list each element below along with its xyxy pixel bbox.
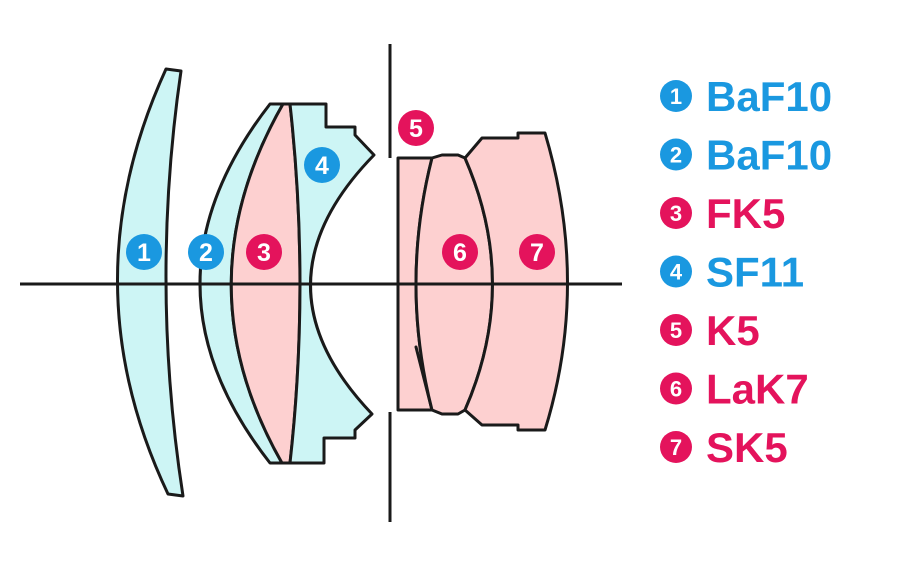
legend-glass-name: SK5 [706, 424, 788, 471]
diagram-badge-circle [519, 234, 555, 270]
legend-item-3: 3 FK5 [660, 190, 785, 237]
diagram-badge-number: 4 [315, 152, 329, 180]
diagram-badge-4: 4 [304, 147, 340, 183]
legend-glass-name: LaK7 [706, 366, 809, 413]
legend-badge-number: 2 [670, 143, 682, 168]
legend-badge-circle [660, 314, 692, 346]
legend-badge-number: 6 [670, 377, 682, 402]
legend-badge-number: 3 [670, 201, 682, 226]
diagram-badge-number: 2 [199, 239, 213, 267]
diagram-badge-5: 5 [398, 110, 434, 146]
diagram-badge-number: 7 [530, 239, 544, 267]
legend-badge-circle [660, 80, 692, 112]
legend-badge-number: 1 [670, 84, 682, 109]
legend-item-7: 7 SK5 [660, 424, 788, 471]
legend-badge-circle [660, 255, 692, 288]
legend-item-5: 5 K5 [660, 307, 760, 354]
diagram-badge-circle [304, 147, 340, 183]
diagram-badge-number: 6 [453, 239, 467, 267]
legend-glass-name: K5 [706, 307, 760, 354]
legend-glass-name: BaF10 [706, 73, 832, 120]
diagram-badge-circle [442, 234, 478, 270]
legend-item-6: 6 LaK7 [660, 366, 809, 413]
legend-item-2: 2 BaF10 [660, 132, 832, 179]
diagram-badge-number: 5 [409, 115, 423, 143]
diagram-badge-1: 1 [126, 234, 162, 270]
legend-badge-circle [660, 431, 692, 463]
legend-item-4: 4 SF11 [660, 249, 804, 296]
diagram-badges: 1 2 3 4 5 6 7 [126, 110, 555, 270]
diagram-badge-3: 3 [246, 234, 282, 270]
legend-badge-circle [660, 372, 692, 405]
legend-badge-circle [660, 197, 692, 229]
diagram-badge-number: 3 [257, 239, 271, 267]
diagram-badge-circle [398, 110, 434, 146]
legend-badge-circle [660, 138, 692, 171]
legend-glass-name: FK5 [706, 190, 785, 237]
lens-element-7 [463, 131, 569, 432]
diagram-badge-circle [126, 234, 162, 270]
diagram-badge-circle [246, 234, 282, 270]
legend-badge-number: 4 [670, 260, 683, 285]
legend-glass-name: SF11 [706, 249, 804, 296]
lens-element-4 [288, 102, 376, 465]
legend-item-1: 1 BaF10 [660, 73, 832, 120]
diagram-badge-number: 1 [137, 239, 151, 267]
diagram-badge-7: 7 [519, 234, 555, 270]
diagram-badge-2: 2 [188, 234, 224, 270]
diagram-badge-6: 6 [442, 234, 478, 270]
legend-badge-number: 7 [670, 435, 682, 460]
legend-glass-name: BaF10 [706, 132, 832, 179]
diagram-badge-circle [188, 234, 224, 270]
legend-badge-number: 5 [670, 318, 682, 343]
